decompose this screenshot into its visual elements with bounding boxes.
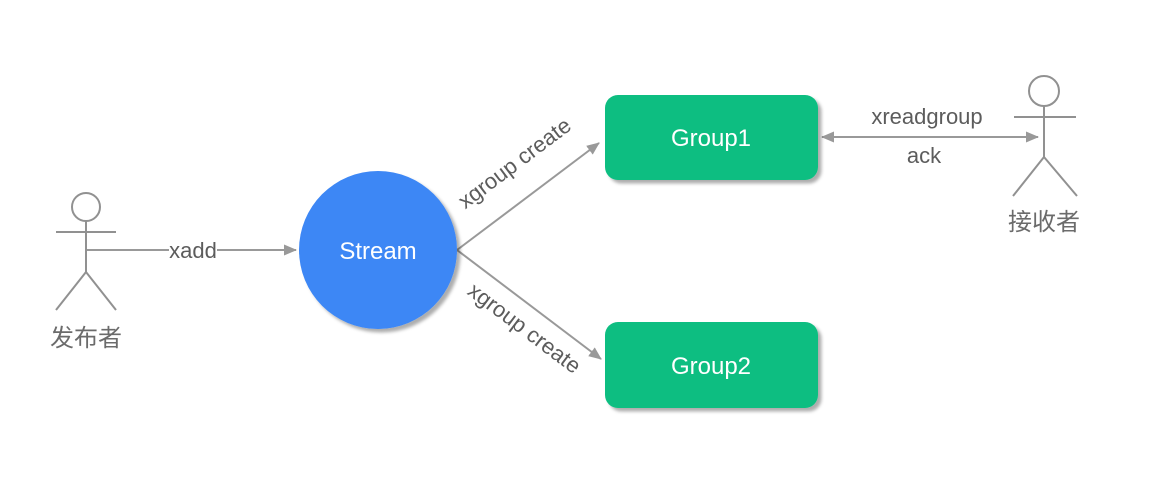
edge-label-xadd: xadd xyxy=(169,238,217,263)
publisher-head xyxy=(71,192,101,222)
group2-label: Group2 xyxy=(671,353,751,380)
group1-label: Group1 xyxy=(671,125,751,152)
stream-label: Stream xyxy=(339,238,416,265)
receiver-leg-right xyxy=(1043,156,1078,197)
node-group2: Group2 xyxy=(605,322,818,408)
actor-receiver: 接收者 xyxy=(1008,75,1080,236)
publisher-leg-left xyxy=(55,271,87,311)
receiver-leg-left xyxy=(1012,156,1045,197)
actor-publisher: 发布者 xyxy=(50,192,122,352)
edge-label-xreadgroup: xreadgroup xyxy=(871,104,982,129)
edge-xgroup-create-1 xyxy=(456,142,600,251)
group1-box xyxy=(605,95,818,180)
receiver-head xyxy=(1028,75,1060,107)
stream-circle xyxy=(299,171,457,329)
publisher-label: 发布者 xyxy=(50,325,122,352)
publisher-leg-right xyxy=(85,271,117,311)
node-group1: Group1 xyxy=(605,95,818,180)
receiver-label: 接收者 xyxy=(1008,209,1080,236)
edge-label-ack: ack xyxy=(907,143,942,168)
edge-label-xgroup-create-2: xgroup create xyxy=(463,278,585,379)
edge-label-xgroup-create-1: xgroup create xyxy=(453,113,575,214)
xadd-label-bg xyxy=(169,239,217,261)
group2-box xyxy=(605,322,818,408)
edge-xgroup-create-2 xyxy=(456,249,602,360)
node-stream: Stream xyxy=(299,171,457,329)
